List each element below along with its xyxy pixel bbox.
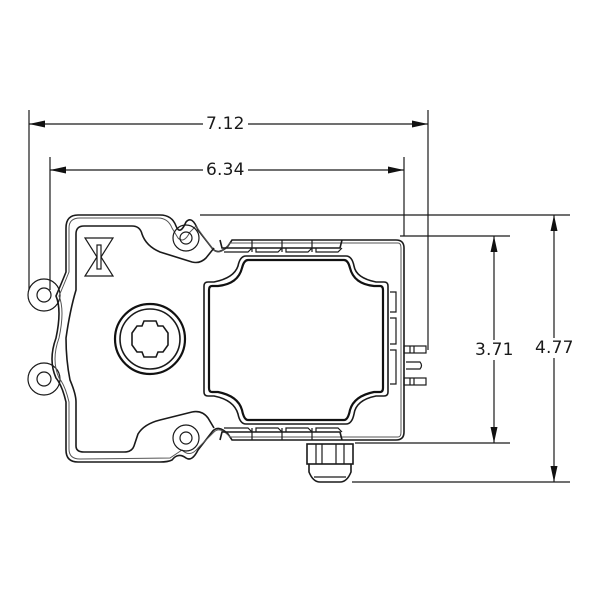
connector-pins [403,345,427,386]
dimension-label-body-width: 6.34 [203,160,248,180]
dimension-label-body-height: 3.71 [472,340,517,360]
dimension-body-height [355,235,510,444]
mounting-lug-bottom-right [172,424,200,452]
hourglass-logo-icon [83,237,115,277]
mounting-lug-left-top [27,278,61,312]
mounting-lug-top-right [172,224,200,252]
mounting-lug-left-bottom [27,362,61,396]
enclosure-body [51,214,405,463]
dimension-overall-width [28,110,429,350]
display-window [203,239,397,441]
dimension-label-overall-height: 4.77 [532,338,577,358]
dimension-label-overall-width: 7.12 [203,114,248,134]
rotary-knob [113,302,187,376]
cable-gland [306,443,354,483]
